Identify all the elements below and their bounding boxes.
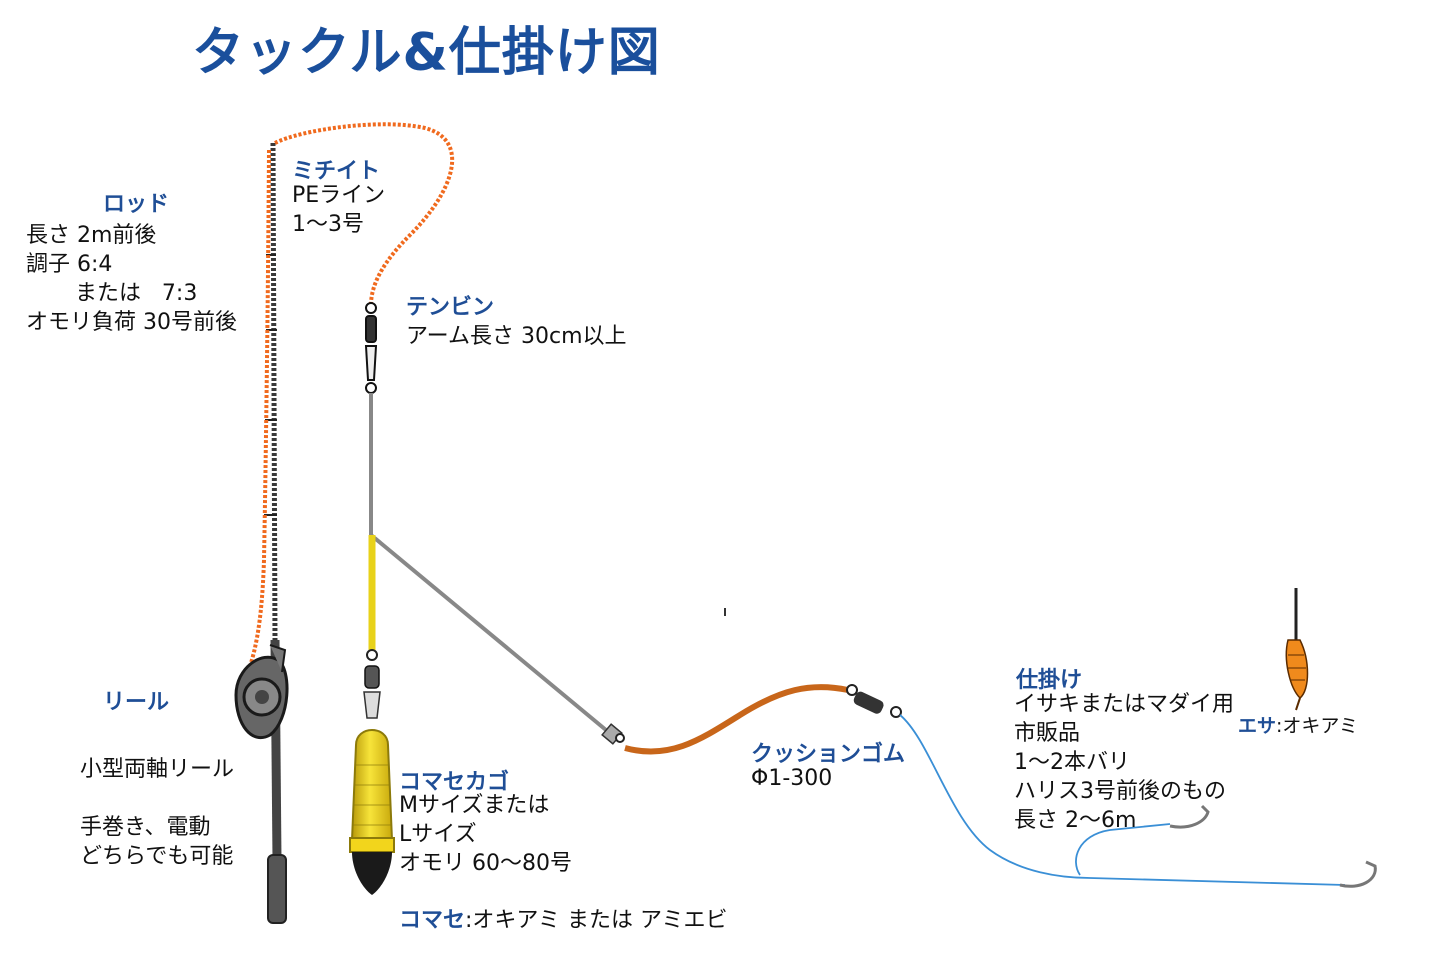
bait-okiami-icon xyxy=(1285,588,1309,711)
esa-text: :オキアミ xyxy=(1276,715,1359,737)
shikake-specs: イサキまたはマダイ用 市販品 1～2本バリ ハリス3号前後のもの 長さ 2～6m xyxy=(1014,690,1234,835)
rod-heading: ロッド xyxy=(103,192,170,217)
komase-heading: コマセ xyxy=(399,908,466,933)
michiito-heading: ミチイト xyxy=(292,159,381,184)
cushion-size: Φ1-300 xyxy=(751,766,833,791)
reel-heading: リール xyxy=(103,690,170,715)
tenbin-arm-length: アーム長さ 30cm以上 xyxy=(406,324,627,349)
komase-kago-illustration xyxy=(349,729,395,895)
shikake-heading: 仕掛け xyxy=(1016,668,1083,693)
kago-size-l: Lサイズ xyxy=(399,822,477,847)
kago-leader xyxy=(363,535,381,719)
cushion-specs: Φ1-300 xyxy=(751,764,832,793)
rod-action: 調子 6:4 xyxy=(26,252,113,277)
rod-specs: 長さ 2m前後 調子 6:4 または 7:3 オモリ負荷 30号前後 xyxy=(26,221,237,337)
michiito-type: PEライン xyxy=(292,183,386,208)
shikake-target: イサキまたはマダイ用 xyxy=(1014,692,1235,717)
reel-spacer xyxy=(80,784,234,813)
komase-kago-specs: Mサイズまたは Lサイズ オモリ 60～80号 xyxy=(399,791,572,878)
michiito-specs: PEライン 1～3号 xyxy=(292,181,385,239)
cushion-heading: クッションゴム xyxy=(751,742,906,767)
tenbin-arm xyxy=(369,393,625,745)
reel-drive-note: どちらでも可能 xyxy=(80,844,234,869)
reel-type: 小型両軸リール xyxy=(80,757,235,782)
michiito-line xyxy=(238,122,455,691)
hook-icon xyxy=(1169,804,1377,888)
harisu-line xyxy=(899,714,1346,886)
shikake-harisu: ハリス3号前後のもの xyxy=(1014,779,1226,804)
michiito-size: 1～3号 xyxy=(292,212,364,237)
tenbin-specs: アーム長さ 30cm以上 xyxy=(406,322,627,351)
page-title: タックル&仕掛け図 xyxy=(192,23,661,83)
shikake-source: 市販品 xyxy=(1014,721,1081,746)
rod-length: 長さ 2m前後 xyxy=(26,223,157,248)
shikake-hooks: 1～2本バリ xyxy=(1014,750,1130,775)
kago-size-m: Mサイズまたは xyxy=(399,793,550,818)
shikake-length: 長さ 2～6m xyxy=(1014,808,1137,833)
rod xyxy=(264,142,287,924)
komase-label: コマセ:オキアミ または アミエビ xyxy=(399,906,728,935)
komase-kago-heading: コマセカゴ xyxy=(399,770,510,795)
kago-sinker: オモリ 60～80号 xyxy=(399,851,572,876)
rod-action-alt: または 7:3 xyxy=(26,281,198,306)
cushion-rubber xyxy=(624,684,902,755)
komase-text: :オキアミ または アミエビ xyxy=(465,908,728,933)
rod-grip xyxy=(267,854,287,924)
rod-sinker-load: オモリ負荷 30号前後 xyxy=(26,310,237,335)
tenbin-swivel xyxy=(364,302,378,394)
reel-specs: 小型両軸リール 手巻き、電動 どちらでも可能 xyxy=(80,755,234,871)
reel-illustration xyxy=(234,644,289,739)
tenbin-heading: テンビン xyxy=(406,295,495,320)
esa-label: エサ:オキアミ xyxy=(1238,712,1358,741)
reel-drive: 手巻き、電動 xyxy=(80,815,211,840)
esa-heading: エサ xyxy=(1238,715,1277,737)
